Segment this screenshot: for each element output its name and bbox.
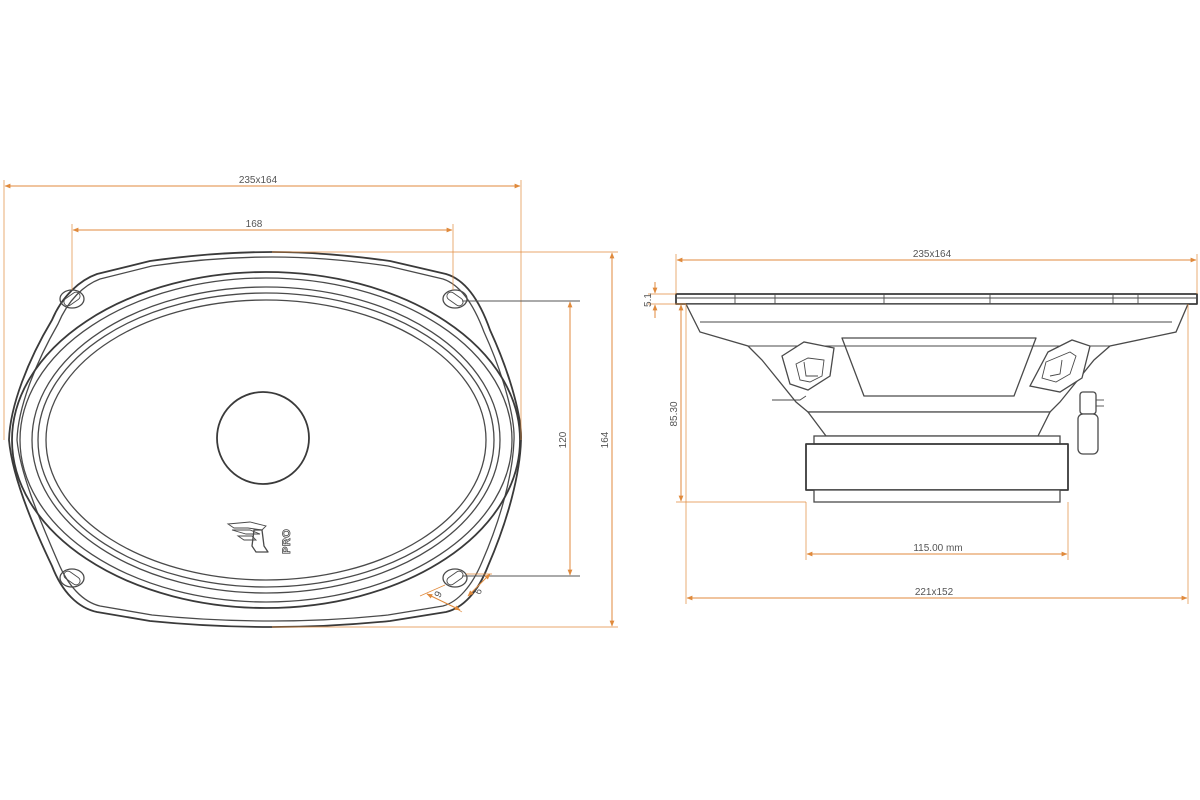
side-lug — [772, 395, 807, 401]
side-magnet-top-plate — [813, 435, 1061, 445]
dim-overall-width: 235x164 — [3, 175, 522, 440]
mounting-hole-bottom-right — [442, 568, 468, 588]
dim-cutout-size: 221x152 — [685, 304, 1189, 604]
front-dust-cap — [216, 391, 310, 485]
side-terminal — [1077, 391, 1104, 455]
dim-label-magnet-diameter: 115.00 mm — [913, 543, 962, 554]
dim-label-hole-spacing: 168 — [246, 219, 263, 230]
side-magnet-bottom-plate — [813, 489, 1061, 503]
dim-label-overall-height: 164 — [600, 431, 611, 448]
brand-logo: PRO — [226, 521, 293, 554]
front-view: PRO 235x164 168 120 164 — [3, 175, 618, 628]
dim-label-vertical-hole-spacing: 120 — [558, 431, 569, 448]
dim-overall-height: 164 — [272, 251, 618, 628]
side-view: 235x164 5.1 85.30 115.00 mm — [643, 249, 1198, 604]
side-basket-window — [841, 337, 1037, 397]
dim-label-flange-thickness: 5.1 — [643, 293, 654, 307]
dim-flange-thickness: 5.1 — [643, 282, 686, 318]
side-motor-neck — [806, 411, 1052, 437]
logo-wing-icon — [226, 521, 267, 541]
dim-hole-spacing: 168 — [71, 219, 454, 290]
front-outer-frame — [8, 251, 522, 628]
dim-label-overall-width: 235x164 — [239, 175, 278, 186]
mounting-hole-top-right — [442, 289, 468, 309]
side-basket-tab-left — [781, 341, 835, 391]
front-surround-ring3 — [31, 286, 501, 594]
dim-label-side-top-width: 235x164 — [913, 249, 952, 260]
side-flange — [675, 293, 1198, 305]
dim-mount-depth: 85.30 — [669, 304, 806, 503]
dim-side-top-width: 235x164 — [675, 249, 1198, 294]
front-surround-outer — [11, 271, 521, 609]
mounting-hole-bottom-left — [59, 568, 85, 588]
logo-letter-shape — [251, 529, 269, 553]
dim-label-hole-size-a: 9 — [433, 589, 446, 600]
front-inner-frame — [16, 256, 515, 622]
dim-magnet-diameter: 115.00 mm — [805, 502, 1069, 560]
front-cone-edge — [45, 299, 487, 581]
dim-label-cutout-size: 221x152 — [915, 587, 954, 598]
dim-label-hole-size-b: 6 — [473, 586, 486, 597]
dim-label-mount-depth: 85.30 — [669, 401, 680, 426]
side-magnet — [805, 443, 1069, 491]
front-surround-ring4 — [37, 292, 495, 588]
front-surround-ring2 — [19, 277, 513, 603]
logo-text: PRO — [281, 529, 293, 554]
dim-hole-size: 9 6 — [419, 573, 492, 613]
side-basket-tab-right — [1029, 339, 1091, 393]
